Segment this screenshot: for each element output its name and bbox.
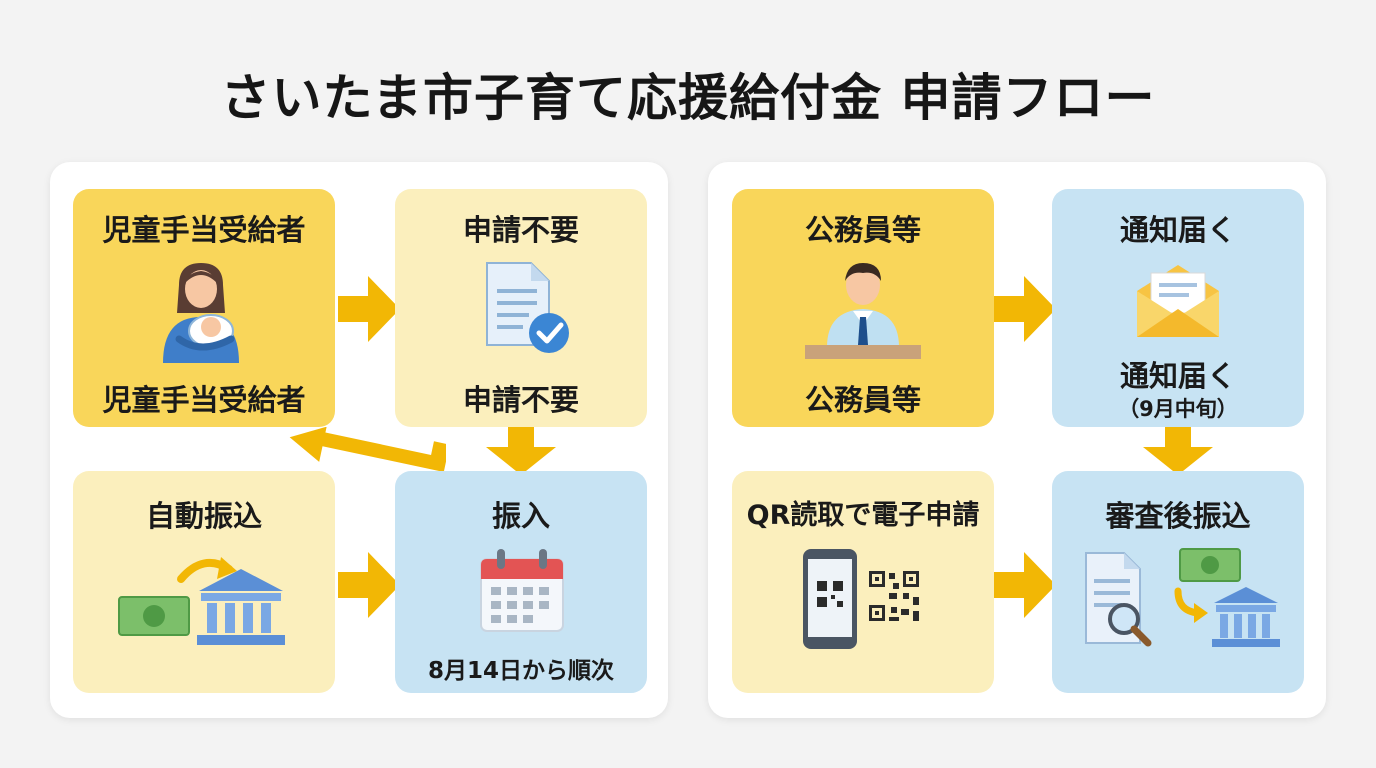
review-transfer-label: 審査後振込 xyxy=(1105,499,1251,533)
recipient-label-bottom: 児童手当受給者 xyxy=(102,383,306,417)
arrow-right-icon xyxy=(994,276,1056,342)
arrow-right-icon xyxy=(994,552,1056,618)
smartphone-qr-icon xyxy=(803,549,919,649)
deposit-card: 振入 8月14日から順次 xyxy=(395,471,647,693)
review-transfer-card: 審査後振込 xyxy=(1052,471,1304,693)
cash-to-bank-icon xyxy=(118,557,285,645)
office-worker-icon xyxy=(805,263,921,359)
notice-timing: （9月中旬） xyxy=(1118,397,1238,421)
document-review-bank-icon xyxy=(1085,548,1280,647)
notice-label-bottom: 通知届く xyxy=(1119,359,1236,393)
notice-label-top: 通知届く xyxy=(1119,213,1236,247)
recipient-label-top: 児童手当受給者 xyxy=(102,213,306,247)
document-check-icon xyxy=(486,262,569,353)
qr-apply-card: QR読取で電子申請 xyxy=(732,471,994,693)
left-flow-panel: 児童手当受給者 児童手当受給者 申請不要 申請不要 xyxy=(50,162,668,718)
calendar-icon xyxy=(480,549,564,632)
recipient-card: 児童手当受給者 児童手当受給者 xyxy=(73,189,335,427)
right-flow-panel: 公務員等 公務員等 通知届く 通知届く （9月中旬） xyxy=(708,162,1326,718)
arrow-down-icon xyxy=(486,427,556,475)
arrow-down-icon xyxy=(1143,427,1213,475)
civil-servant-label-bottom: 公務員等 xyxy=(804,383,921,417)
envelope-letter-icon xyxy=(1137,265,1219,337)
notice-card: 通知届く 通知届く （9月中旬） xyxy=(1052,189,1304,427)
arrow-right-icon xyxy=(338,276,400,342)
no-application-card: 申請不要 申請不要 xyxy=(395,189,647,427)
auto-transfer-label: 自動振込 xyxy=(145,499,262,533)
civil-servant-card: 公務員等 公務員等 xyxy=(732,189,994,427)
parent-with-baby-icon xyxy=(163,263,239,363)
arrow-bent-down-left-icon xyxy=(289,427,446,473)
arrow-right-icon xyxy=(338,552,400,618)
deposit-label: 振入 xyxy=(491,499,550,533)
qr-apply-label: QR読取で電子申請 xyxy=(746,500,980,531)
page-title: さいたま市子育て応援給付金 申請フロー xyxy=(220,69,1156,127)
no-application-label-bottom: 申請不要 xyxy=(462,383,579,417)
no-application-label-top: 申請不要 xyxy=(462,213,579,247)
deposit-date: 8月14日から順次 xyxy=(427,658,614,684)
civil-servant-label-top: 公務員等 xyxy=(804,213,921,247)
auto-transfer-card: 自動振込 xyxy=(73,471,335,693)
